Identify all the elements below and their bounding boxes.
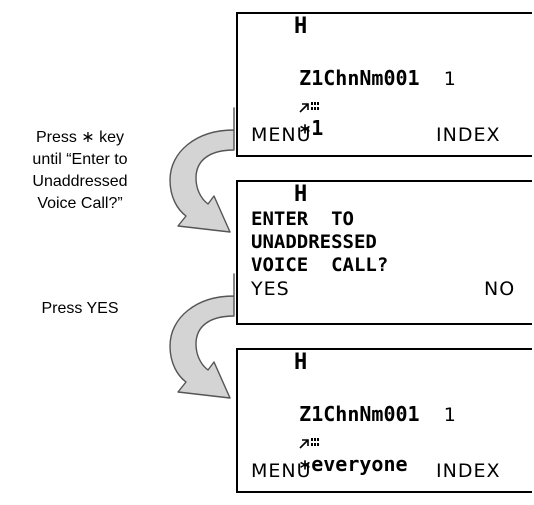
radio-display-prompt: H ENTER TO UNADDRESSED VOICE CALL? YES N…	[236, 180, 532, 325]
signal-strength-icon	[299, 101, 320, 113]
instruction-line: Voice Call?”	[37, 195, 123, 212]
signal-strength-icon	[299, 437, 320, 449]
softkey-menu[interactable]: MENU	[251, 460, 312, 482]
status-row: ∗everyone	[251, 404, 408, 500]
status-row: ∗1	[251, 68, 323, 164]
softkey-index[interactable]: INDEX	[436, 124, 501, 146]
prompt-line: VOICE CALL?	[251, 254, 389, 276]
display-header: H	[294, 182, 308, 207]
softkey-yes[interactable]: YES	[251, 278, 290, 300]
radio-display-home: H Z1ChnNm001 1 ∗1 MENU INDEX	[236, 12, 532, 157]
instruction-press-yes: Press YES	[0, 298, 160, 320]
instruction-line: Unaddressed	[32, 173, 128, 190]
radio-display-everyone: H Z1ChnNm001 1 ∗everyone MENU INDEX	[236, 348, 532, 493]
channel-number: 1	[443, 404, 457, 426]
status-text: ∗everyone	[299, 452, 408, 476]
curved-arrow-icon	[169, 107, 235, 233]
softkey-no[interactable]: NO	[484, 278, 516, 300]
channel-number: 1	[443, 68, 457, 90]
status-text: ∗1	[299, 116, 324, 140]
prompt-line: ENTER TO	[251, 208, 354, 230]
instruction-line: Press ∗ key	[35, 129, 125, 146]
channel-row: Z1ChnNm001 1	[251, 378, 457, 451]
channel-name: Z1ChnNm001	[299, 66, 420, 90]
softkey-menu[interactable]: MENU	[251, 124, 312, 146]
channel-row: Z1ChnNm001 1	[251, 42, 457, 115]
instruction-press-star: Press ∗ key until “Enter to Unaddressed …	[0, 127, 160, 215]
instruction-line: until “Enter to	[32, 151, 128, 168]
display-header: H	[294, 14, 308, 39]
display-header: H	[294, 350, 308, 375]
instruction-line: Press YES	[41, 300, 119, 317]
curved-arrow-icon	[169, 273, 235, 399]
prompt-line: UNADDRESSED	[251, 231, 377, 253]
channel-name: Z1ChnNm001	[299, 402, 420, 426]
softkey-index[interactable]: INDEX	[436, 460, 501, 482]
